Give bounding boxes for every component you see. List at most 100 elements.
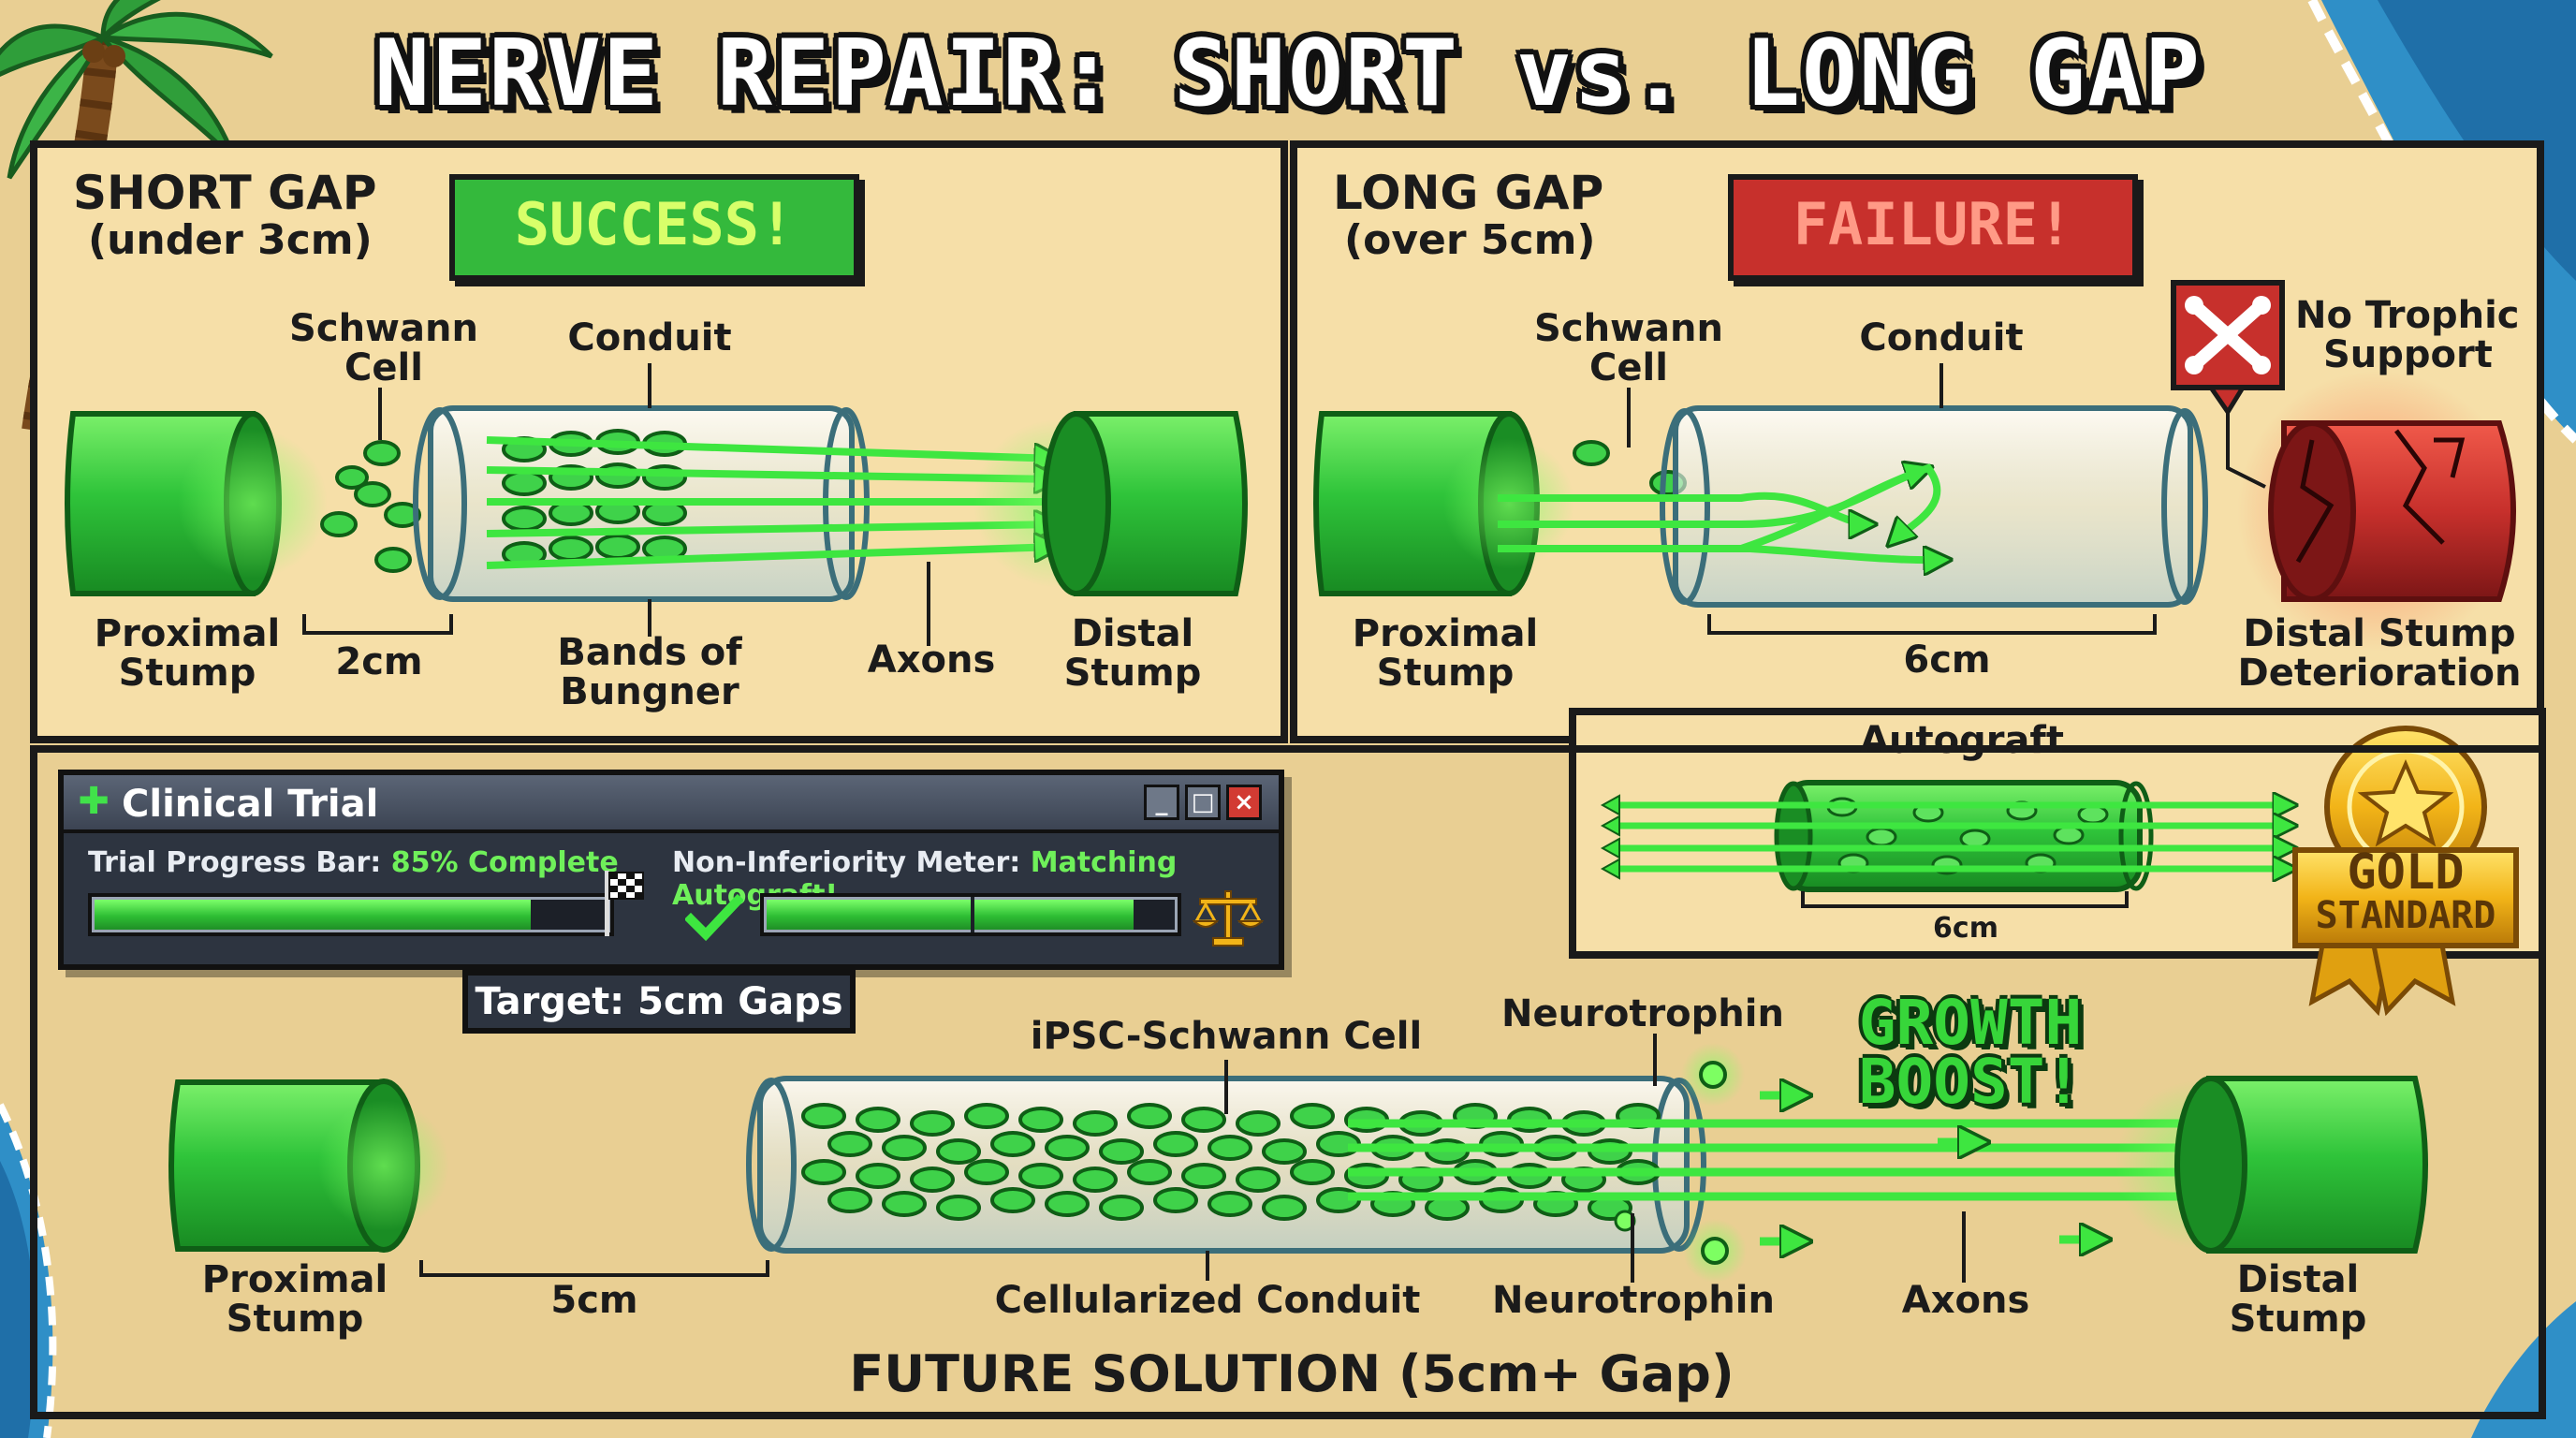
ipsc-schwann-cell	[964, 1159, 1009, 1185]
ipsc-schwann-cell	[1208, 1191, 1252, 1217]
ipsc-schwann-cell	[1045, 1191, 1090, 1217]
ipsc-schwann-cell	[1099, 1195, 1144, 1221]
short-gap-length: 2cm	[335, 640, 423, 683]
future-axons-label: Axons	[1901, 1279, 2030, 1322]
gold-medal-icon	[2292, 726, 2519, 1017]
short-distal-stump	[973, 411, 1248, 596]
non-inferiority-meter-fill	[767, 900, 1134, 930]
ipsc-schwann-cell	[1236, 1167, 1281, 1193]
short-schwann-cells	[320, 440, 421, 573]
long-gap-heading: LONG GAP	[1333, 166, 1604, 220]
maximize-icon[interactable]: □	[1185, 785, 1221, 820]
autograft-gap-bracket	[1801, 891, 2129, 908]
cross-icon: ✚	[78, 780, 110, 823]
ipsc-schwann-cell	[1181, 1163, 1226, 1189]
ipsc-schwann-cell	[1127, 1159, 1172, 1185]
trial-progress-bar	[88, 893, 614, 936]
ipsc-schwann-cell	[1208, 1135, 1252, 1161]
ipsc-schwann-cell	[882, 1191, 927, 1217]
minimize-icon[interactable]: _	[1144, 785, 1179, 820]
ipsc-schwann-cell	[856, 1163, 900, 1189]
long-leader-lines	[1627, 363, 2266, 635]
checkmark-icon	[685, 893, 743, 942]
ipsc-schwann-cell	[827, 1187, 872, 1213]
autograft-gap-length: 6cm	[1933, 912, 1998, 945]
short-conduit-label: Conduit	[567, 316, 732, 360]
ipsc-schwann-label: iPSC-Schwann Cell	[1030, 1015, 1423, 1058]
ipsc-schwann-cell	[827, 1131, 872, 1157]
future-leader-lines	[419, 1034, 1966, 1283]
growth-boost-arrows	[1760, 1095, 2106, 1241]
ipsc-schwann-cell	[1290, 1103, 1335, 1129]
future-proximal-stump	[168, 1078, 449, 1253]
ipsc-schwann-cell	[1181, 1107, 1226, 1133]
short-axons-label: Axons	[867, 638, 996, 682]
ipsc-schwann-cell	[990, 1131, 1035, 1157]
ipsc-schwann-cell	[1236, 1110, 1281, 1137]
ipsc-schwann-cell	[910, 1167, 955, 1193]
ipsc-schwann-cell	[856, 1107, 900, 1133]
neurotrophin-top-label: Neurotrophin	[1501, 992, 1784, 1035]
autograft-arrows-left	[1600, 794, 1620, 880]
ipsc-schwann-cell	[1018, 1107, 1063, 1133]
failure-badge: FAILURE!	[1728, 174, 2138, 281]
future-solution-caption: FUTURE SOLUTION (5cm+ Gap)	[849, 1344, 1734, 1403]
ipsc-schwann-cell	[936, 1195, 981, 1221]
ipsc-schwann-cell	[1262, 1138, 1307, 1165]
ipsc-schwann-cell	[910, 1110, 955, 1137]
short-gap-heading: SHORT GAP	[73, 166, 377, 220]
balance-scale-icon	[1193, 890, 1264, 946]
page-title: NERVE REPAIR: SHORT vs. LONG GAP	[373, 21, 2203, 127]
ipsc-schwann-cell	[801, 1159, 846, 1185]
ipsc-schwann-cell	[801, 1103, 846, 1129]
short-axons	[486, 436, 1067, 569]
ipsc-schwann-cell	[882, 1135, 927, 1161]
ipsc-schwann-cell	[1018, 1163, 1063, 1189]
future-gap-length: 5cm	[550, 1279, 638, 1322]
ipsc-schwann-cell	[1290, 1159, 1335, 1185]
progress-caption: Trial Progress Bar: 85% Complete	[88, 846, 619, 879]
short-leader-lines	[302, 363, 930, 646]
trial-progress-fill	[95, 900, 531, 930]
checkered-flag-icon	[605, 871, 644, 936]
ipsc-schwann-cell	[990, 1187, 1035, 1213]
window-title-bar[interactable]: ✚ Clinical Trial _ □ ×	[64, 775, 1279, 833]
long-gap-length: 6cm	[1903, 638, 1991, 682]
ipsc-schwann-cell	[1262, 1195, 1307, 1221]
window-title: Clinical Trial	[122, 783, 379, 826]
ipsc-schwann-cells	[801, 1103, 1661, 1221]
no-trophic-icon	[2171, 280, 2285, 417]
non-inferiority-meter	[760, 893, 1181, 936]
ipsc-schwann-cell	[964, 1103, 1009, 1129]
ipsc-schwann-cell	[1073, 1167, 1118, 1193]
close-icon[interactable]: ×	[1226, 785, 1262, 820]
long-proximal-stump	[1313, 411, 1574, 596]
ipsc-schwann-cell	[1153, 1131, 1198, 1157]
ipsc-schwann-cell	[936, 1138, 981, 1165]
ipsc-schwann-cell	[1045, 1135, 1090, 1161]
neurotrophin-bottom-label: Neurotrophin	[1492, 1279, 1775, 1322]
clinical-trial-window: ✚ Clinical Trial _ □ × Trial Progress Ba…	[58, 770, 1284, 970]
short-proximal-stump	[65, 411, 328, 596]
short-gap-subheading: (under 3cm)	[88, 216, 373, 264]
ipsc-schwann-cell	[1073, 1110, 1118, 1137]
cellularized-conduit-label: Cellularized Conduit	[994, 1279, 1421, 1322]
ipsc-schwann-cell	[1099, 1138, 1144, 1165]
ipsc-schwann-cell	[1127, 1103, 1172, 1129]
long-conduit-label: Conduit	[1859, 316, 2024, 360]
autograft-label: Autograft	[1860, 719, 2064, 762]
long-tangled-axons	[1498, 468, 1947, 560]
long-gap-subheading: (over 5cm)	[1344, 216, 1596, 264]
